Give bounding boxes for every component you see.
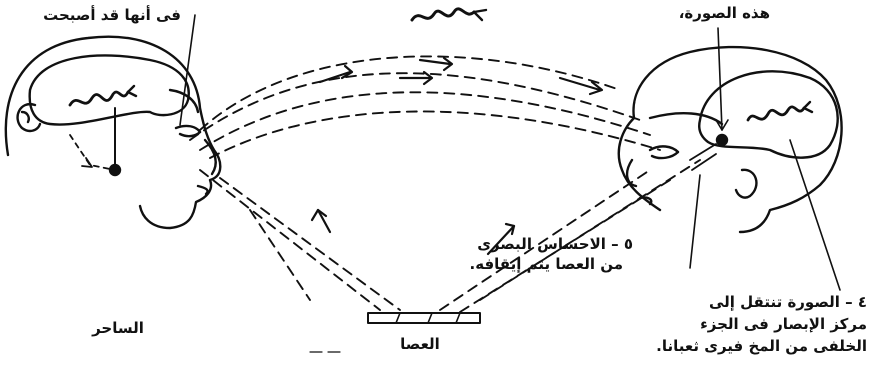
stick-label: العصا bbox=[370, 334, 470, 354]
stick-icon bbox=[368, 313, 480, 323]
step5-line2: من العصا يتم إيقافه. bbox=[470, 254, 623, 274]
step4-line3: الخلفى من المخ فيرى ثعبانا. bbox=[656, 336, 867, 356]
magician-thought-label: فى أنها قد أصبحت bbox=[43, 5, 181, 25]
viewer-visual-center-icon bbox=[717, 135, 727, 145]
magician-brain-icon bbox=[30, 55, 189, 124]
viewer-image-label: هذه الصورة، bbox=[679, 3, 770, 23]
viewer-head-icon bbox=[619, 47, 842, 232]
viewer-snake-image-icon bbox=[748, 107, 804, 120]
step4-line2: مركز الإبصار فى الجزء bbox=[700, 314, 867, 334]
snake-icon bbox=[412, 9, 474, 20]
magician-label: الساحر bbox=[78, 318, 158, 338]
step4-line1: ٤ – الصورة تنتقل إلى bbox=[709, 292, 867, 312]
step5-line1: ٥ – الاحساس البصرى bbox=[477, 234, 633, 254]
magician-snake-thought-icon bbox=[70, 92, 128, 105]
